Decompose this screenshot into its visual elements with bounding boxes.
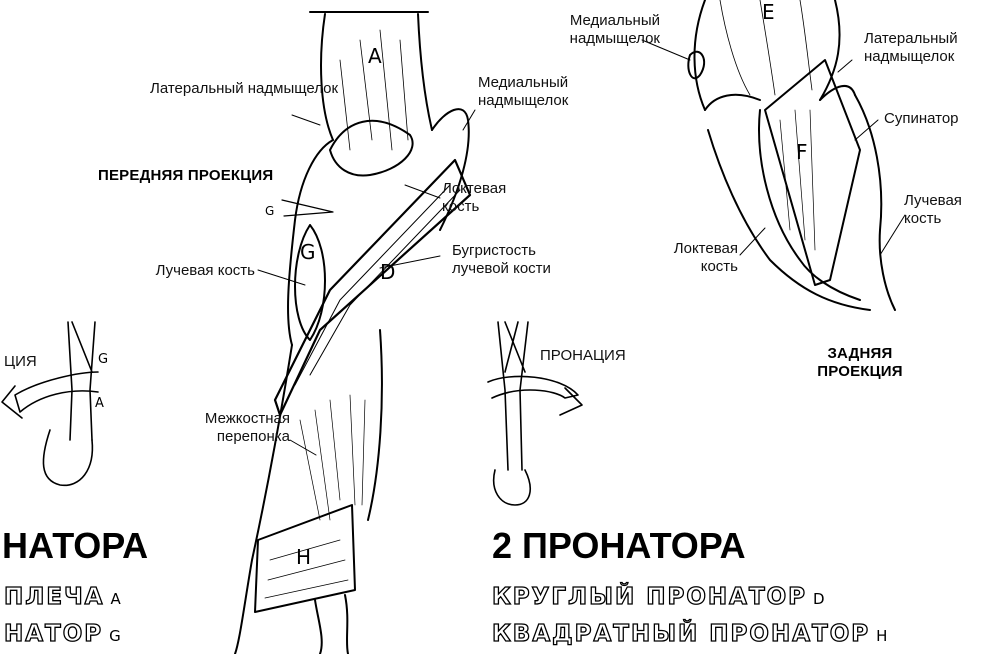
- label-supination: ЦИЯ: [4, 353, 37, 371]
- muscle-letter-e: E: [762, 0, 775, 24]
- arrow-letter-g: G: [98, 352, 108, 367]
- label-pronation: ПРОНАЦИЯ: [540, 347, 626, 365]
- label-interosseous-membrane: Межкостная перепонка: [170, 410, 290, 446]
- front-view-heading: ПЕРЕДНЯЯ ПРОЕКЦИЯ: [98, 167, 273, 185]
- muscle-letter-g: G: [300, 240, 316, 264]
- muscle-letter-d: D: [380, 260, 395, 284]
- arrow-letter-a: A: [95, 396, 104, 411]
- muscle-letter-g-small: G: [265, 204, 274, 218]
- label-supinator: Супинатор: [884, 110, 959, 128]
- title-pronators: 2 ПРОНАТОРА: [492, 526, 746, 566]
- label-medial-epicondyle-back: Медиальный надмыщелок: [528, 12, 660, 48]
- muscle-letter-h: H: [296, 545, 311, 569]
- muscle-letter-a: A: [368, 44, 382, 68]
- label-lateral-epicondyle-front: Латеральный надмыщелок: [150, 80, 290, 98]
- back-view-heading: ЗАДНЯЯ ПРОЕКЦИЯ: [800, 345, 920, 381]
- label-ulna-back: Локтевая кость: [640, 240, 738, 276]
- label-radius-back: Лучевая кость: [904, 192, 974, 228]
- label-medial-epicondyle-front: Медиальный надмыщелок: [478, 74, 598, 110]
- front-arm-drawing: [235, 12, 470, 654]
- label-lateral-epicondyle-back: Латеральный надмыщелок: [864, 30, 984, 66]
- label-radius-front: Лучевая кость: [110, 262, 255, 280]
- muscle-letter-f: F: [796, 140, 808, 164]
- supination-figure: [2, 322, 98, 485]
- title-supinators: НАТОРА: [2, 526, 148, 566]
- label-ulna-front: Локтевая кость: [442, 180, 532, 216]
- label-radial-tuberosity: Бугристость лучевой кости: [452, 242, 592, 278]
